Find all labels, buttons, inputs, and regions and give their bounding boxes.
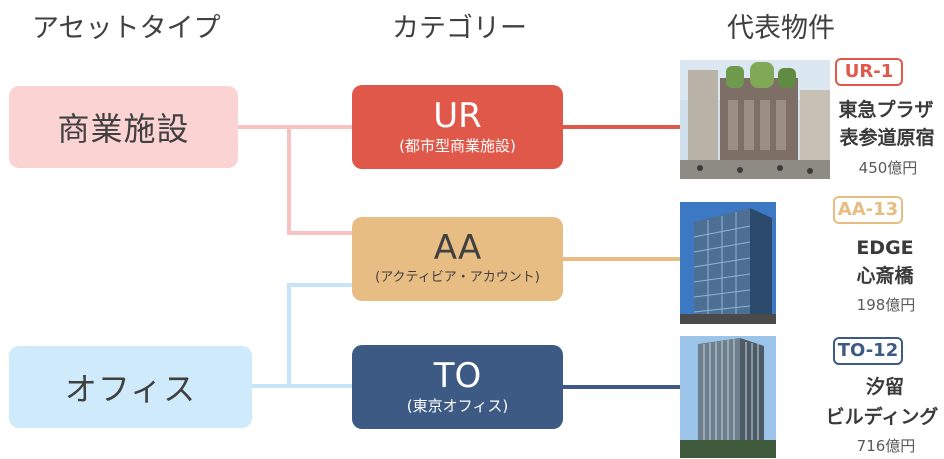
property-photo-to12	[680, 336, 776, 458]
property-tag-ur1: UR-1	[835, 58, 903, 86]
asset-type-commercial: 商業施設	[9, 86, 238, 168]
category-aa-code: AA	[433, 228, 482, 268]
connector-office-h	[252, 384, 352, 388]
connector-to-property	[563, 385, 680, 389]
category-to-desc: (東京オフィス)	[406, 397, 509, 415]
property-name-ur1-line2: 表参道原宿	[839, 127, 935, 149]
connector-commercial-v	[287, 125, 291, 235]
connector-commercial-h	[238, 125, 353, 129]
category-to-code: TO	[433, 356, 482, 396]
asset-type-commercial-label: 商業施設	[57, 110, 190, 148]
property-name-aa13-line1: EDGE	[856, 237, 914, 259]
property-price-aa13: 198億円	[856, 296, 916, 314]
property-photo-ur1	[680, 60, 830, 179]
category-aa-desc: (アクティビア・アカウント)	[375, 270, 540, 285]
property-price-ur1: 450億円	[858, 159, 918, 177]
asset-type-office-label: オフィス	[64, 370, 197, 408]
property-tag-to12: TO-12	[833, 337, 903, 365]
category-aa: AA (アクティビア・アカウント)	[352, 217, 563, 301]
property-photo-aa13	[680, 202, 776, 324]
property-price-to12: 716億円	[856, 437, 916, 455]
asset-type-office: オフィス	[9, 346, 252, 428]
category-ur-desc: (都市型商業施設)	[399, 137, 516, 155]
header-asset-type: アセットタイプ	[32, 13, 221, 44]
connector-aa-property	[563, 257, 680, 261]
property-name-aa13-line2: 心斎橋	[856, 265, 914, 287]
property-name-to12-line2: ビルディング	[825, 406, 939, 428]
category-to: TO (東京オフィス)	[352, 345, 563, 429]
connector-office-aa	[287, 283, 353, 287]
connector-ur-property	[563, 125, 680, 129]
property-name-to12-line1: 汐留	[865, 376, 904, 398]
connector-office-v	[287, 283, 291, 388]
category-ur-code: UR	[433, 96, 482, 136]
property-tag-aa13: AA-13	[833, 196, 903, 224]
property-name-ur1-line1: 東急プラザ	[838, 99, 934, 121]
connector-commercial-aa	[287, 231, 353, 235]
category-ur: UR (都市型商業施設)	[352, 85, 563, 169]
header-representative: 代表物件	[727, 13, 835, 44]
header-category: カテゴリー	[392, 13, 527, 44]
